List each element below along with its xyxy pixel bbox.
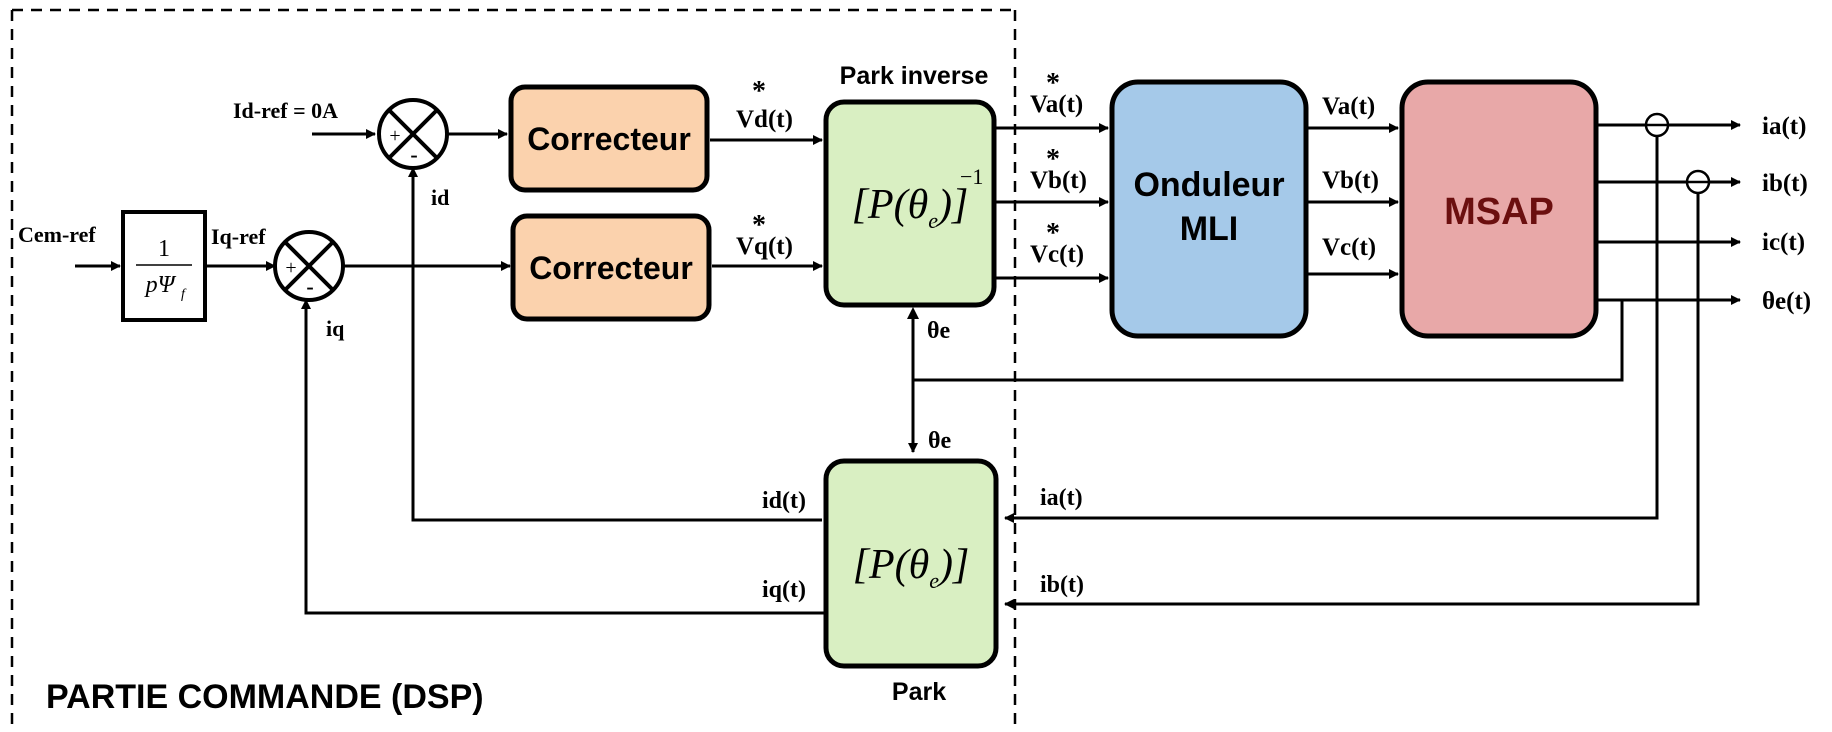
iq-ref-label: Iq-ref: [211, 224, 266, 249]
sum-d-plus: +: [389, 125, 400, 147]
id-ref-label: Id-ref = 0A: [233, 98, 338, 123]
ib-feedback-label: ib(t): [1040, 572, 1084, 598]
theta-e-top-label: θe: [927, 318, 951, 344]
theta-e-mid-label: θe: [928, 428, 952, 454]
park-title: Park: [892, 678, 946, 706]
sum-d-minus: -: [410, 142, 417, 167]
vc-label: Vc(t): [1322, 234, 1376, 261]
signal-wires: [75, 120, 1741, 615]
svg-text:[P(θe)]: [P(θe)]: [853, 542, 970, 593]
vd-label: Vd(t): [736, 106, 793, 133]
id-label: id: [431, 185, 449, 210]
svg-text:*: *: [752, 76, 766, 107]
svg-text:−1: −1: [960, 164, 983, 189]
sum-q-plus: +: [285, 257, 296, 279]
gain-numerator: 1: [158, 236, 170, 262]
current-sensor-b: [1685, 169, 1711, 195]
va-star-label: Va(t): [1030, 91, 1083, 118]
svg-text:f: f: [181, 287, 187, 302]
sum-junction-q: + -: [273, 230, 345, 302]
msap-label: MSAP: [1444, 191, 1554, 233]
park-inverse-title: Park inverse: [840, 62, 989, 90]
current-sensor-a: [1644, 112, 1670, 138]
iq-label: iq: [326, 316, 345, 341]
park-inverse-block: [P(θe)] −1: [823, 99, 997, 308]
vb-label: Vb(t): [1322, 167, 1379, 194]
svg-text:*: *: [1046, 144, 1060, 175]
msap-block: MSAP: [1399, 79, 1599, 339]
onduleur-line1: Onduleur: [1133, 166, 1284, 204]
cem-ref-label: Cem-ref: [18, 222, 96, 247]
correcteur-q-block: Correcteur: [510, 213, 712, 322]
park-block: [P(θe)]: [823, 458, 999, 669]
gain-denominator: pΨ: [144, 272, 177, 298]
control-section-label: PARTIE COMMANDE (DSP): [46, 678, 484, 716]
vq-label: Vq(t): [736, 233, 793, 260]
svg-text:*: *: [1046, 218, 1060, 249]
dsp-boundary: [10, 8, 1017, 732]
output-ia-label: ia(t): [1762, 113, 1806, 140]
output-ic-label: ic(t): [1762, 229, 1805, 256]
vc-star-label: Vc(t): [1030, 241, 1084, 268]
correcteur-d-label: Correcteur: [527, 121, 691, 157]
correcteur-q-label: Correcteur: [529, 250, 693, 286]
onduleur-block: Onduleur MLI: [1109, 79, 1309, 339]
vb-star-label: Vb(t): [1030, 167, 1087, 194]
gain-block: 1 pΨ f: [121, 210, 207, 322]
va-label: Va(t): [1322, 93, 1375, 120]
output-ib-label: ib(t): [1762, 170, 1808, 197]
correcteur-d-block: Correcteur: [508, 84, 710, 193]
id-t-label: id(t): [762, 488, 806, 514]
ia-feedback-label: ia(t): [1040, 485, 1083, 511]
iq-t-label: iq(t): [762, 577, 806, 603]
svg-text:*: *: [752, 210, 766, 241]
svg-text:[P(θe)]: [P(θe)]: [852, 182, 969, 233]
onduleur-line2: MLI: [1180, 210, 1239, 248]
sum-junction-d: + -: [377, 98, 449, 170]
output-theta-label: θe(t): [1762, 288, 1811, 315]
sum-q-minus: -: [306, 274, 313, 299]
svg-text:*: *: [1046, 68, 1060, 99]
